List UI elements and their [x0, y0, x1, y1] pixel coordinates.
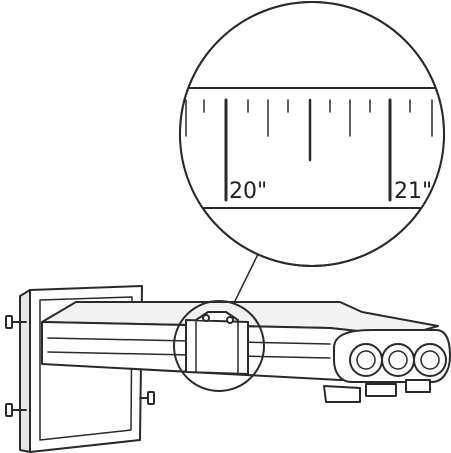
bolt-top-left: [5, 315, 27, 329]
zoom-leader-line: [233, 245, 263, 304]
ruler: 20" 21": [180, 87, 444, 209]
ruler-ticks: [185, 98, 433, 202]
arm-feet: [323, 379, 431, 403]
cable-gland-left: [349, 343, 383, 377]
cable-glands: [349, 343, 447, 377]
bolt-bottom-right: [139, 391, 155, 405]
cable-gland-middle: [381, 343, 415, 377]
cable-gland-right: [413, 343, 447, 377]
ruler-label-20: 20": [229, 179, 267, 204]
zoom-circle-outline: [179, 1, 445, 267]
bolt-bottom-left: [5, 403, 27, 417]
clamp-bracket: [185, 311, 249, 375]
detail-circle-small: [173, 300, 265, 392]
